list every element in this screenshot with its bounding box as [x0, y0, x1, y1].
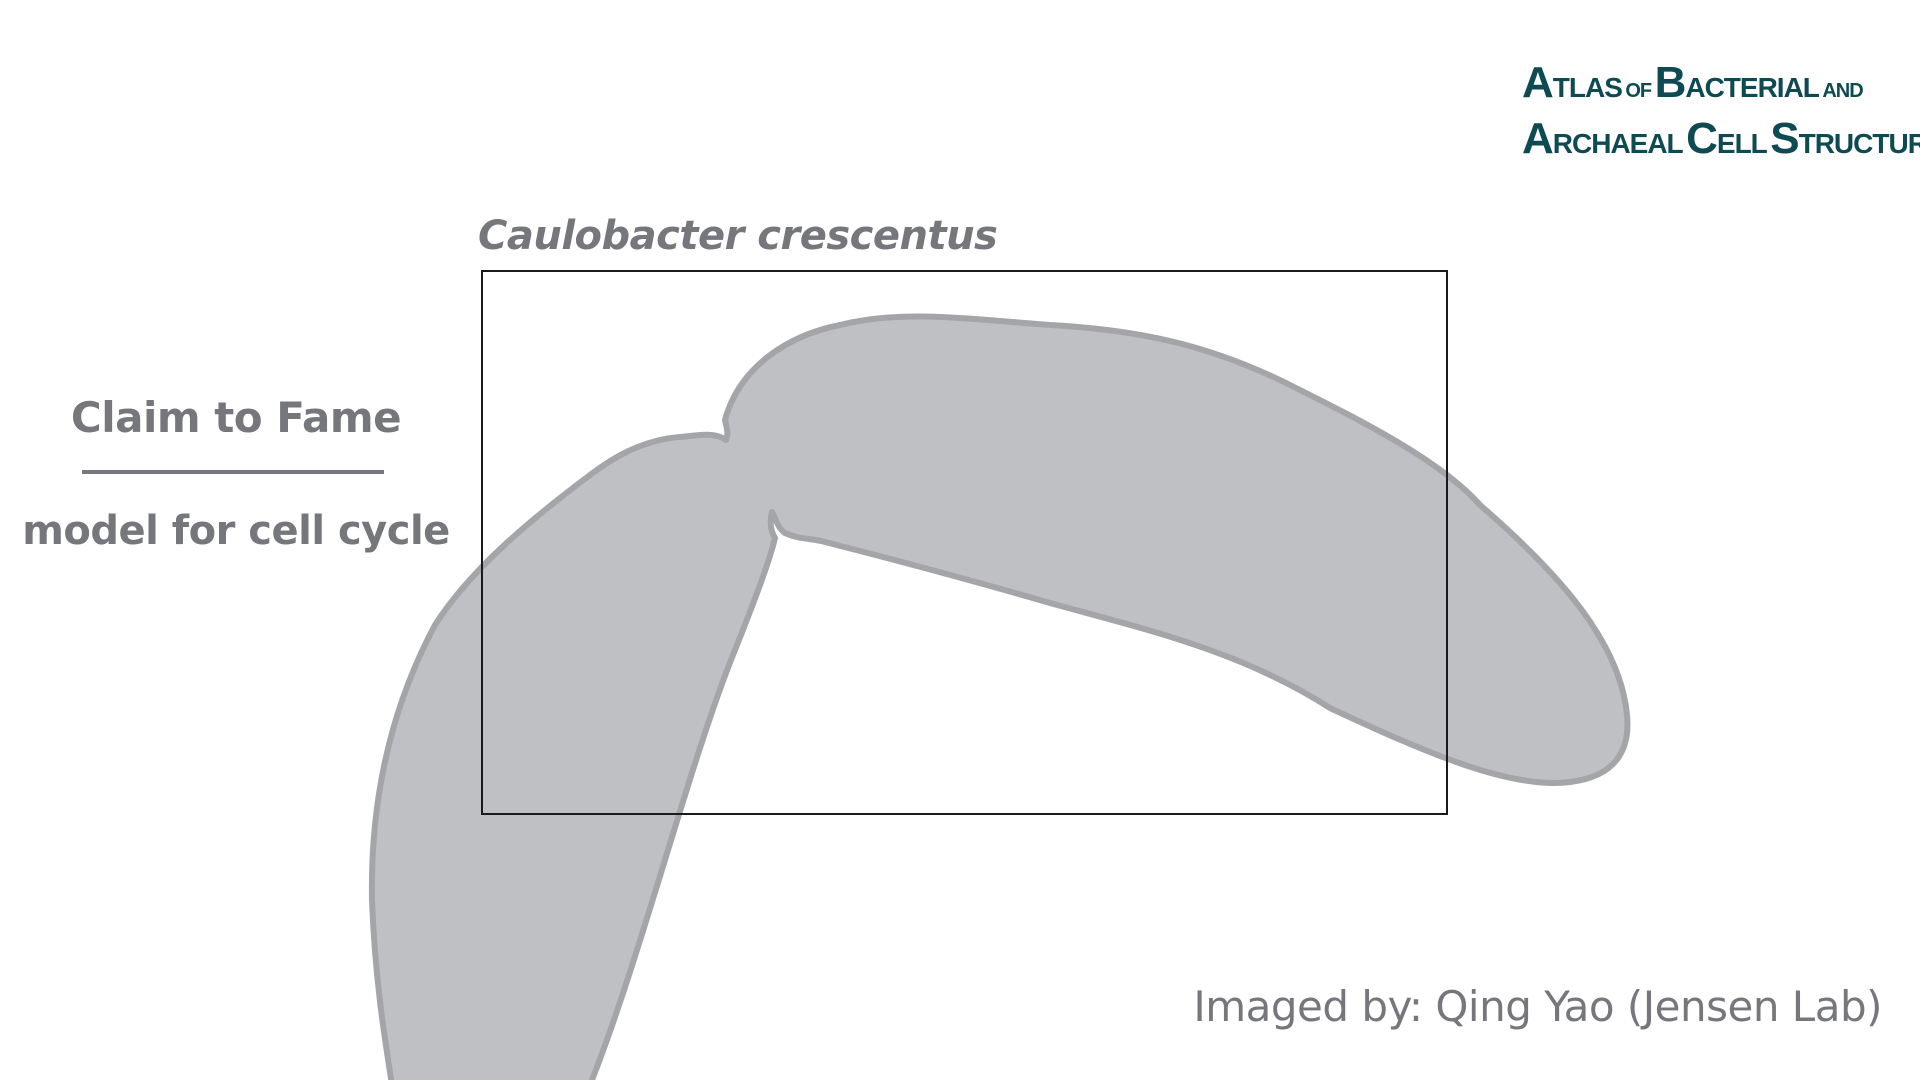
claim-to-fame-value: model for cell cycle: [22, 508, 450, 554]
logo-line-1: Atlas of Bacterial and: [1522, 58, 1864, 107]
region-of-interest-frame: [481, 270, 1448, 815]
claim-divider: [82, 470, 384, 474]
claim-to-fame-heading: Claim to Fame: [70, 393, 402, 442]
species-title: Caulobacter crescentus: [478, 213, 998, 259]
caulobacter-cell-shape: [368, 313, 1631, 1080]
atlas-logo: Atlas of Bacterial and Archaeal Cell Str…: [1522, 58, 1920, 162]
image-credit: Imaged by: Qing Yao (Jensen Lab): [1193, 982, 1882, 1031]
logo-line-2: Archaeal Cell Structure: [1522, 114, 1920, 163]
